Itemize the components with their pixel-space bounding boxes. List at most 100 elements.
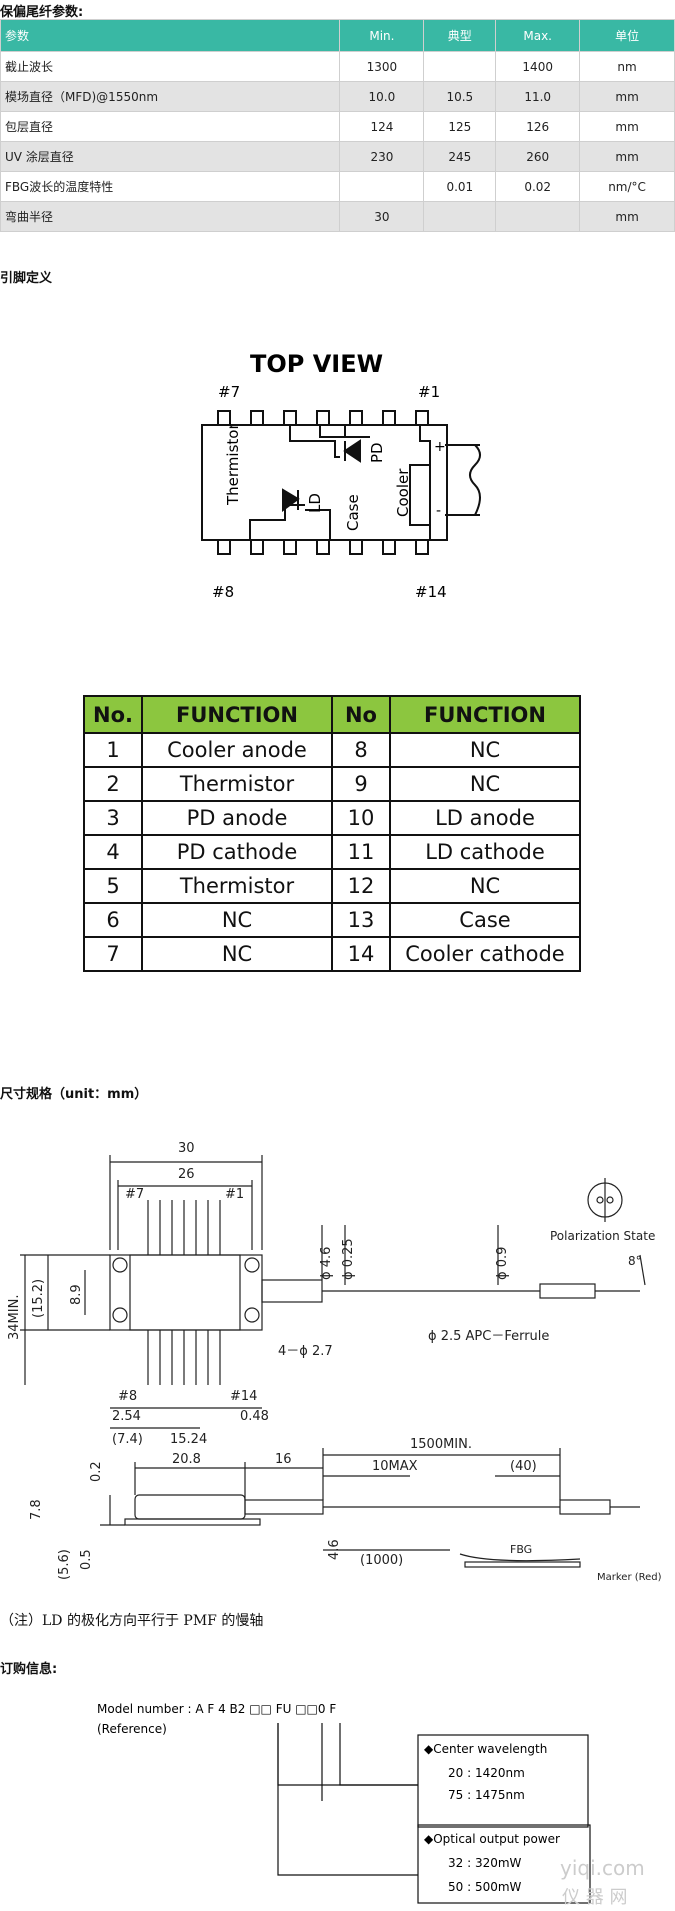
dim-5-6: (5.6) (57, 1549, 72, 1580)
fn-cell: 4 (83, 834, 143, 870)
center-wavelength-title: ◆Center wavelength (424, 1742, 547, 1756)
dim-8-9: 8.9 (69, 1284, 84, 1305)
spec-cell (339, 171, 425, 202)
watermark-subtext: 仪 器 网 (562, 1887, 627, 1908)
dim-pin8: #8 (118, 1389, 137, 1404)
spec-cell: nm/°C (579, 171, 675, 202)
dim-1000: (1000) (360, 1553, 403, 1568)
output-power-title: ◆Optical output power (424, 1832, 560, 1846)
spec-cell: 125 (423, 111, 497, 142)
minus-sign: - (436, 503, 441, 519)
top-view-diagram: TOP VIEW #7 #1 Thermistor PD LD Case Coo… (201, 350, 481, 601)
holes-label: 4－ϕ 2.7 (278, 1344, 333, 1359)
table-row: UV 涂层直径 230 245 260 mm (0, 141, 675, 172)
fn-cell: 3 (83, 800, 143, 836)
spec-cell: 模场直径（MFD)@1550nm (0, 81, 341, 112)
fn-cell: LD anode (389, 800, 581, 836)
angle-label: 8° (628, 1254, 642, 1268)
fn-cell: 6 (83, 902, 143, 938)
dim-26: 26 (178, 1167, 195, 1182)
table-row: 7 NC 14 Cooler cathode (83, 936, 581, 972)
spec-cell: 10.5 (423, 81, 497, 112)
fn-cell: Thermistor (141, 868, 333, 904)
spec-cell: 弯曲半径 (0, 201, 341, 232)
thermistor-label: Thermistor (224, 423, 242, 506)
spec-cell: 1400 (495, 51, 581, 82)
spec-cell: 260 (495, 141, 581, 172)
order-info-diagram: Model number : A F 4 B2 □□ FU □□0 F (Ref… (97, 1702, 645, 1908)
pin14-label: #14 (415, 583, 447, 601)
fiber-spec-table: 参数 Min. 典型 Max. 单位 截止波长 1300 1400 nm 模场直… (0, 19, 675, 232)
output-power-opt1: 32 : 320mW (448, 1856, 522, 1870)
polarization-label: Polarization State (550, 1229, 655, 1243)
dim-0-5: 0.5 (79, 1549, 94, 1570)
fn-cell: Cooler cathode (389, 936, 581, 972)
spec-header-cell: Min. (339, 19, 425, 52)
fn-cell: 13 (331, 902, 391, 938)
spec-cell: mm (579, 201, 675, 232)
fn-cell: 14 (331, 936, 391, 972)
table-row: FBG波长的温度特性 0.01 0.02 nm/°C (0, 171, 675, 202)
cooler-label: Cooler (394, 468, 412, 517)
fn-cell: NC (141, 936, 333, 972)
top-view-title: TOP VIEW (250, 350, 383, 378)
table-row: 3 PD anode 10 LD anode (83, 800, 581, 836)
spec-cell (495, 201, 581, 232)
table-row: 模场直径（MFD)@1550nm 10.0 10.5 11.0 mm (0, 81, 675, 112)
pin-function-table: No. FUNCTION No FUNCTION 1 Cooler anode … (83, 695, 581, 972)
dim-pin7: #7 (125, 1187, 144, 1202)
spec-cell: 0.01 (423, 171, 497, 202)
table-row: 6 NC 13 Case (83, 902, 581, 938)
spec-cell: 245 (423, 141, 497, 172)
dim-16: 16 (275, 1452, 292, 1467)
spec-header-cell: 参数 (0, 19, 341, 52)
fiber-params-heading: 保偏尾纤参数: (0, 5, 84, 20)
fn-header-cell: No. (83, 695, 143, 734)
fn-cell: Case (389, 902, 581, 938)
fn-cell: NC (141, 902, 333, 938)
dim-7-4: (7.4) (112, 1432, 143, 1447)
pin8-label: #8 (212, 583, 234, 601)
fn-cell: 8 (331, 732, 391, 768)
spec-cell: 包层直径 (0, 111, 341, 142)
center-wavelength-opt1: 20 : 1420nm (448, 1766, 525, 1780)
dim-0-2: 0.2 (89, 1461, 104, 1482)
case-label: Case (344, 494, 362, 531)
fn-cell: 7 (83, 936, 143, 972)
fn-cell: 2 (83, 766, 143, 802)
fn-cell: 9 (331, 766, 391, 802)
pd-label: PD (368, 442, 386, 463)
fn-cell: 12 (331, 868, 391, 904)
ferrule-label: ϕ 2.5 APC－Ferrule (428, 1329, 549, 1344)
fn-cell: 1 (83, 732, 143, 768)
table-row: 1 Cooler anode 8 NC (83, 732, 581, 768)
spec-cell: UV 涂层直径 (0, 141, 341, 172)
fn-cell: NC (389, 868, 581, 904)
spec-cell: mm (579, 111, 675, 142)
dim-30: 30 (178, 1141, 195, 1156)
fn-cell: LD cathode (389, 834, 581, 870)
spec-cell: 1300 (339, 51, 425, 82)
dim-4-6: 4.6 (327, 1539, 342, 1560)
spec-cell: 11.0 (495, 81, 581, 112)
dim-1500min: 1500MIN. (410, 1437, 472, 1452)
table-row: 弯曲半径 30 mm (0, 201, 675, 232)
dim-15-2: (15.2) (31, 1279, 46, 1318)
spec-header-row: 参数 Min. 典型 Max. 单位 (0, 19, 675, 52)
spec-cell (423, 51, 497, 82)
dim-pin1: #1 (225, 1187, 244, 1202)
fbg-label: FBG (510, 1543, 532, 1556)
dim-40: (40) (510, 1459, 537, 1474)
fn-cell: 11 (331, 834, 391, 870)
fn-header-cell: FUNCTION (141, 695, 333, 734)
spec-header-cell: Max. (495, 19, 581, 52)
dim-7-8: 7.8 (29, 1499, 44, 1520)
dim-10max: 10MAX (372, 1459, 418, 1474)
dim-phi09: ϕ 0.9 (495, 1247, 510, 1280)
table-row: 2 Thermistor 9 NC (83, 766, 581, 802)
spec-cell: 截止波长 (0, 51, 341, 82)
spec-cell: FBG波长的温度特性 (0, 171, 341, 202)
fn-cell: 10 (331, 800, 391, 836)
output-power-opt2: 50 : 500mW (448, 1880, 522, 1894)
fn-header-cell: No (331, 695, 391, 734)
